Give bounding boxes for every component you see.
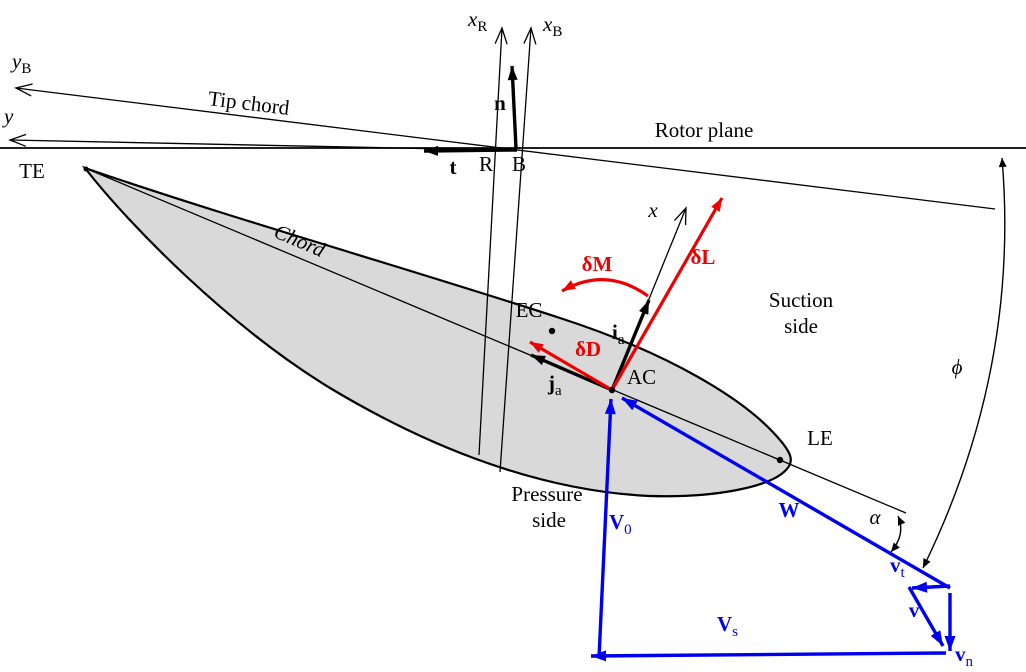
ac-point <box>608 386 616 394</box>
delta-m-label: δM <box>582 252 613 276</box>
pressure-side-label-line1: Pressure <box>511 482 582 506</box>
ac-label: AC <box>627 365 656 389</box>
le-point <box>776 456 784 464</box>
xb-axis-label: xB <box>542 12 562 40</box>
alpha-angle-arc <box>890 515 906 553</box>
alpha-angle-label: α <box>869 505 881 529</box>
ec-point <box>548 327 556 335</box>
te-point <box>83 166 89 172</box>
le-label: LE <box>807 426 833 450</box>
ia-vector-label: ia <box>612 320 625 348</box>
tip-chord-label: Tip chord <box>207 86 291 120</box>
pressure-side-label-line2: side <box>532 508 566 532</box>
ia-vector <box>610 299 651 391</box>
v0-vector-label: V0 <box>609 510 632 538</box>
n-vector <box>507 65 518 149</box>
vs-vector <box>590 650 947 662</box>
yb-axis-label: yB <box>10 49 31 77</box>
vt-vector-label: vt <box>890 553 906 581</box>
w-vector <box>621 396 951 590</box>
phi-angle-arc <box>922 157 1007 569</box>
chord-line <box>84 167 907 514</box>
ja-vector <box>530 353 613 392</box>
te-label: TE <box>19 159 45 183</box>
n-vector-label: n <box>494 91 506 115</box>
suction-side-label-line2: side <box>784 314 818 338</box>
v-vector <box>907 586 945 647</box>
v0-vector <box>597 398 616 659</box>
b-point-label: B <box>512 152 526 176</box>
xr-axis-line <box>478 26 508 456</box>
xr-axis-label: xR <box>467 7 487 35</box>
vt-vector <box>911 581 951 593</box>
delta-l-vector <box>610 197 724 391</box>
r-point-label: R <box>479 152 493 176</box>
delta-d-vector <box>529 340 613 392</box>
xb-axis-line <box>499 26 537 473</box>
ec-label: EC <box>516 298 543 322</box>
t-vector-label: t <box>450 155 457 179</box>
suction-side-label-line1: Suction <box>769 288 834 312</box>
ja-vector-label: ja <box>547 371 562 399</box>
t-vector <box>423 145 518 156</box>
delta-m-moment-arc <box>561 278 649 298</box>
airfoil-shape <box>81 165 792 498</box>
v-vector-label: v <box>909 598 920 622</box>
vs-vector-label: Vs <box>717 612 738 640</box>
phi-angle-label: ϕ <box>952 355 963 379</box>
rotor-plane-label: Rotor plane <box>655 118 754 142</box>
delta-d-label: δD <box>575 337 601 361</box>
vn-vector-label: vn <box>955 642 974 670</box>
x-axis-label: x <box>647 198 658 222</box>
delta-l-label: δL <box>691 245 716 269</box>
y-axis-label: y <box>2 104 14 128</box>
w-vector-label: W <box>779 498 800 522</box>
